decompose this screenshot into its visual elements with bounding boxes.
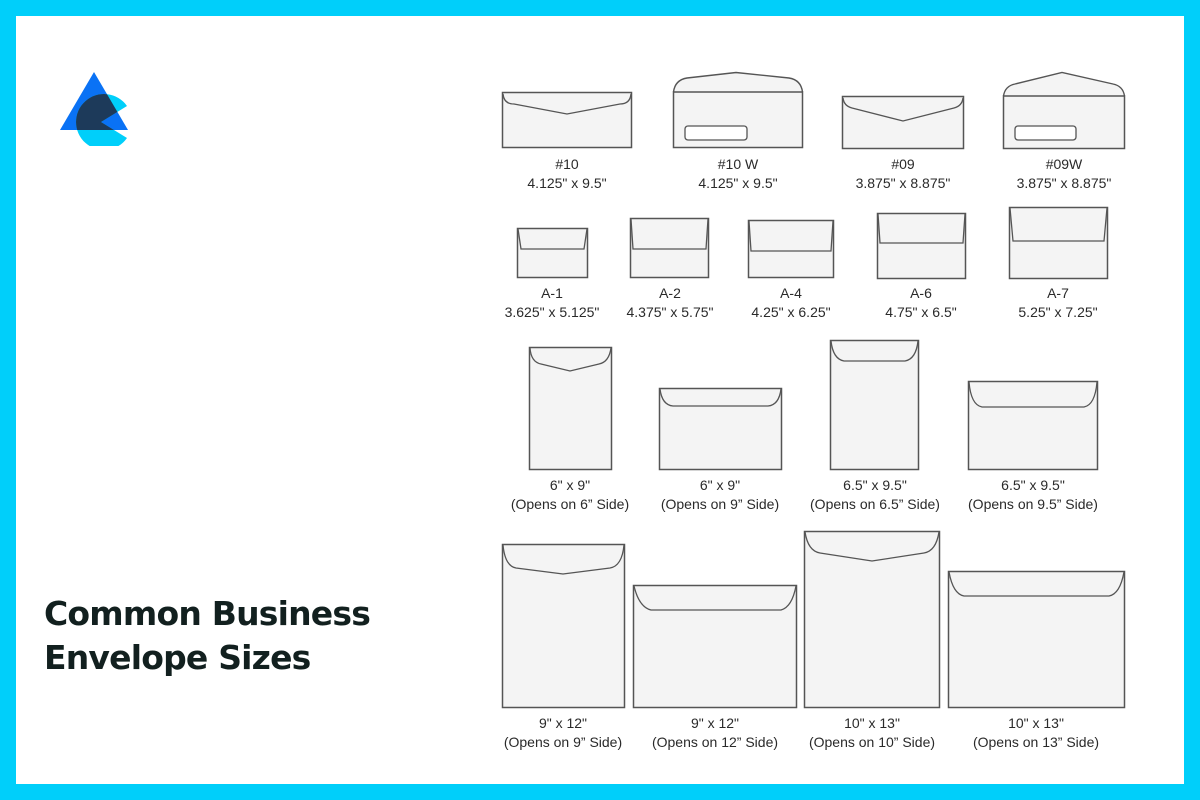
label-a4: A-4 4.25" x 6.25" (751, 285, 831, 320)
title-line-1: Common Business (44, 594, 371, 633)
envelope-09w (1002, 71, 1126, 150)
label-6-5x9-5-booklet: 6.5" x 9.5" (Opens on 9.5” Side) (968, 477, 1098, 512)
envelope-9x12-catalog-icon (501, 543, 626, 709)
envelope-a6-icon (876, 212, 967, 280)
envelope-10 (501, 91, 633, 149)
envelope-a2-icon (629, 217, 710, 279)
envelope-09 (841, 95, 965, 150)
envelope-a1 (516, 227, 589, 279)
page-title: Common Business Envelope Sizes (44, 592, 371, 680)
envelope-9x12-booklet-icon (632, 584, 798, 709)
envelope-10x13-booklet-icon (947, 570, 1126, 709)
label-9x12-catalog: 9" x 12" (Opens on 9” Side) (503, 715, 623, 750)
brand-logo-icon (60, 72, 128, 146)
label-6x9-booklet: 6" x 9" (Opens on 9” Side) (660, 477, 780, 512)
envelope-6x9-catalog (528, 346, 613, 471)
envelope-a4 (747, 219, 835, 279)
envelope-09w-icon (1002, 71, 1126, 150)
envelope-a7 (1008, 206, 1109, 280)
envelope-6x9-catalog-icon (528, 346, 613, 471)
label-9x12-booklet: 9" x 12" (Opens on 12” Side) (651, 715, 779, 750)
label-a1: A-1 3.625" x 5.125" (504, 285, 600, 320)
envelope-10x13-booklet (947, 570, 1126, 709)
envelope-6-5x9-5-catalog (829, 339, 920, 471)
label-a2: A-2 4.375" x 5.75" (626, 285, 714, 320)
envelope-a2 (629, 217, 710, 279)
label-6x9-catalog: 6" x 9" (Opens on 6” Side) (510, 477, 630, 512)
envelope-9x12-catalog (501, 543, 626, 709)
envelope-10x13-catalog-icon (803, 530, 941, 709)
envelope-09-icon (841, 95, 965, 150)
envelope-6x9-booklet (658, 387, 783, 471)
envelope-6x9-booklet-icon (658, 387, 783, 471)
label-6-5x9-5-catalog: 6.5" x 9.5" (Opens on 6.5” Side) (810, 477, 940, 512)
label-10x13-catalog: 10" x 13" (Opens on 10” Side) (808, 715, 936, 750)
envelope-6-5x9-5-booklet-icon (967, 380, 1099, 471)
label-09w: #09W 3.875" x 8.875" (1016, 156, 1112, 191)
title-line-2: Envelope Sizes (44, 638, 311, 677)
envelope-a7-icon (1008, 206, 1109, 280)
label-a6: A-6 4.75" x 6.5" (885, 285, 957, 320)
envelope-10w-icon (672, 71, 804, 149)
envelope-6-5x9-5-booklet (967, 380, 1099, 471)
label-a7: A-7 5.25" x 7.25" (1018, 285, 1098, 320)
envelope-6-5x9-5-catalog-icon (829, 339, 920, 471)
envelope-10-icon (501, 91, 633, 149)
envelope-a1-icon (516, 227, 589, 279)
label-10: #10 4.125" x 9.5" (527, 156, 607, 191)
label-10x13-booklet: 10" x 13" (Opens on 13” Side) (972, 715, 1100, 750)
envelope-10x13-catalog (803, 530, 941, 709)
label-10w: #10 W 4.125" x 9.5" (698, 156, 778, 191)
envelope-a6 (876, 212, 967, 280)
envelope-a4-icon (747, 219, 835, 279)
envelope-10w (672, 71, 804, 149)
label-09: #09 3.875" x 8.875" (855, 156, 951, 191)
envelope-9x12-booklet (632, 584, 798, 709)
